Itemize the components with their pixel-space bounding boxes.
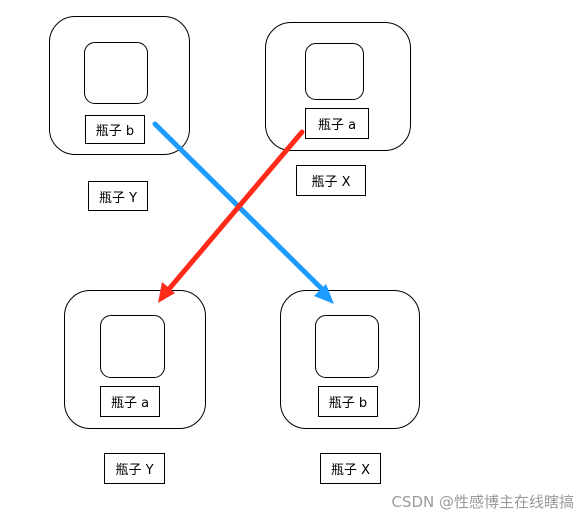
bottle-label-top-right: 瓶子 a (305, 108, 369, 139)
bottle-slot-bottom-right (315, 315, 379, 378)
caption-bottom-right: 瓶子 X (320, 453, 381, 484)
bottle-slot-top-right (305, 43, 364, 100)
bottle-label-bottom-left: 瓶子 a (100, 386, 160, 417)
bottle-slot-bottom-left (100, 315, 165, 378)
bottle-label-bottom-right: 瓶子 b (318, 386, 378, 417)
bottle-label-top-left: 瓶子 b (85, 115, 145, 144)
caption-bottom-left: 瓶子 Y (104, 453, 165, 484)
watermark: CSDN @性感博主在线瞎搞 (391, 493, 574, 511)
caption-top-left: 瓶子 Y (88, 181, 148, 211)
arrow-a-to-y (158, 129, 305, 303)
arrow-b-to-x (152, 121, 334, 304)
caption-top-right: 瓶子 X (296, 165, 366, 196)
bottle-slot-top-left (84, 42, 148, 104)
